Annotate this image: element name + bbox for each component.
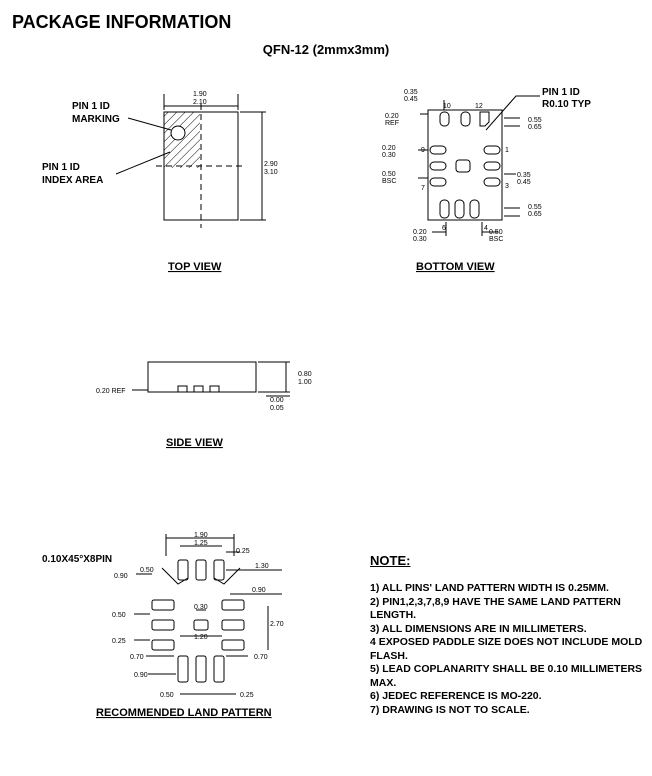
- note-item: 1) ALL PINS' LAND PATTERN WIDTH IS 0.25M…: [370, 582, 609, 594]
- pin-1: 1: [505, 147, 509, 154]
- bv-right-top-min: 0.55: [528, 117, 542, 124]
- pin1-marking-circle: [170, 125, 186, 141]
- bv-top-pad-max: 0.45: [404, 96, 418, 103]
- bottom-view-body: [427, 109, 503, 221]
- pin-9: 9: [421, 147, 425, 154]
- top-view-title: TOP VIEW: [168, 261, 222, 273]
- note-item: 6) JEDEC REFERENCE IS MO-220.: [370, 690, 542, 702]
- lp-050-top: 0.50: [140, 567, 154, 574]
- side-height-min: 0.80: [298, 371, 312, 378]
- side-standoff-min: 0.00: [270, 397, 284, 404]
- lp-chamfer-label: 0.10X45°X8PIN: [42, 554, 112, 565]
- top-view: [115, 94, 266, 228]
- pin1-index-label-2: INDEX AREA: [42, 175, 103, 186]
- lp-070-left: 0.70: [130, 654, 144, 661]
- top-height-max: 3.10: [264, 169, 278, 176]
- bv-right-top-max: 0.65: [528, 124, 542, 131]
- note-item: 4 EXPOSED PADDLE SIZE DOES NOT INCLUDE M…: [370, 636, 643, 662]
- lp-025-top: 0.25: [236, 548, 250, 555]
- note-item: 7) DRAWING IS NOT TO SCALE.: [370, 703, 530, 716]
- lp-025-bottom: 0.25: [240, 692, 254, 699]
- pin1-marking-label-2: MARKING: [72, 114, 120, 125]
- bv-bottom-right-label: BSC: [489, 236, 503, 243]
- lp-w190: 1.90: [194, 532, 208, 539]
- lp-070-right: 0.70: [254, 654, 268, 661]
- side-view: [132, 361, 290, 397]
- lp-090-right: 0.90: [252, 587, 266, 594]
- pin-10: 10: [443, 103, 451, 110]
- top-width-max: 2.10: [193, 99, 207, 106]
- bottom-view: [418, 95, 540, 236]
- pin1-index-label-1: PIN 1 ID: [42, 162, 80, 173]
- bv-bsc-left-label: BSC: [382, 178, 396, 185]
- pin-4: 4: [484, 225, 488, 232]
- page-title: PACKAGE INFORMATION: [12, 12, 232, 32]
- bv-pitch-left-max: 0.30: [382, 152, 396, 159]
- pin1-index-area: [164, 112, 200, 168]
- land-pattern: [134, 534, 282, 695]
- notes-list: 1) ALL PINS' LAND PATTERN WIDTH IS 0.25M…: [370, 582, 650, 717]
- pin1-marking-label-1: PIN 1 ID: [72, 101, 110, 112]
- bv-pin1-label: PIN 1 ID: [542, 87, 580, 98]
- bv-ref-val: 0.20: [385, 113, 399, 120]
- lp-050-bottom: 0.50: [160, 692, 174, 699]
- pin-3: 3: [505, 183, 509, 190]
- package-name: QFN-12 (2mmx3mm): [262, 42, 390, 57]
- bv-pin1-radius: R0.10 TYP: [542, 99, 591, 110]
- lp-130: 1.30: [255, 563, 269, 570]
- note-item: 3) ALL DIMENSIONS ARE IN MILLIMETERS.: [370, 622, 587, 635]
- bv-pitch-left-min: 0.20: [382, 145, 396, 152]
- lp-090-left: 0.90: [114, 573, 128, 580]
- pin-12: 12: [475, 103, 483, 110]
- top-width-min: 1.90: [193, 91, 207, 98]
- bv-right-mid-max: 0.45: [517, 179, 531, 186]
- lp-120: 1.20: [194, 634, 208, 641]
- side-view-body: [147, 361, 257, 393]
- bv-bottom-left-max: 0.30: [413, 236, 427, 243]
- lp-050-left: 0.50: [112, 612, 126, 619]
- lp-090-bottom: 0.90: [134, 672, 148, 679]
- top-height-min: 2.90: [264, 161, 278, 168]
- side-ref: 0.20 REF: [96, 388, 126, 395]
- bv-right-bot-min: 0.55: [528, 204, 542, 211]
- bv-top-pad-min: 0.35: [404, 89, 418, 96]
- lp-030: 0.30: [194, 604, 208, 611]
- lp-270: 2.70: [270, 621, 284, 628]
- side-height-max: 1.00: [298, 379, 312, 386]
- notes-heading: NOTE:: [370, 553, 411, 568]
- bv-right-bot-max: 0.65: [528, 211, 542, 218]
- side-view-title: SIDE VIEW: [166, 437, 223, 449]
- bv-bsc-left-val: 0.50: [382, 171, 396, 178]
- bv-right-mid-min: 0.35: [517, 172, 531, 179]
- land-pattern-title: RECOMMENDED LAND PATTERN: [96, 707, 272, 719]
- pin-6: 6: [442, 225, 446, 232]
- bv-bottom-right-val: 0.50: [489, 229, 503, 236]
- pin-7: 7: [421, 185, 425, 192]
- bv-ref-label: REF: [385, 120, 399, 127]
- bottom-view-title: BOTTOM VIEW: [416, 261, 495, 273]
- side-standoff-max: 0.05: [270, 405, 284, 412]
- bv-bottom-left-min: 0.20: [413, 229, 427, 236]
- lp-025-left: 0.25: [112, 638, 126, 645]
- note-item: 2) PIN1,2,3,7,8,9 HAVE THE SAME LAND PAT…: [370, 595, 621, 622]
- lp-w125: 1.25: [194, 540, 208, 547]
- note-item: 5) LEAD COPLANARITY SHALL BE 0.10 MILLIM…: [370, 663, 643, 689]
